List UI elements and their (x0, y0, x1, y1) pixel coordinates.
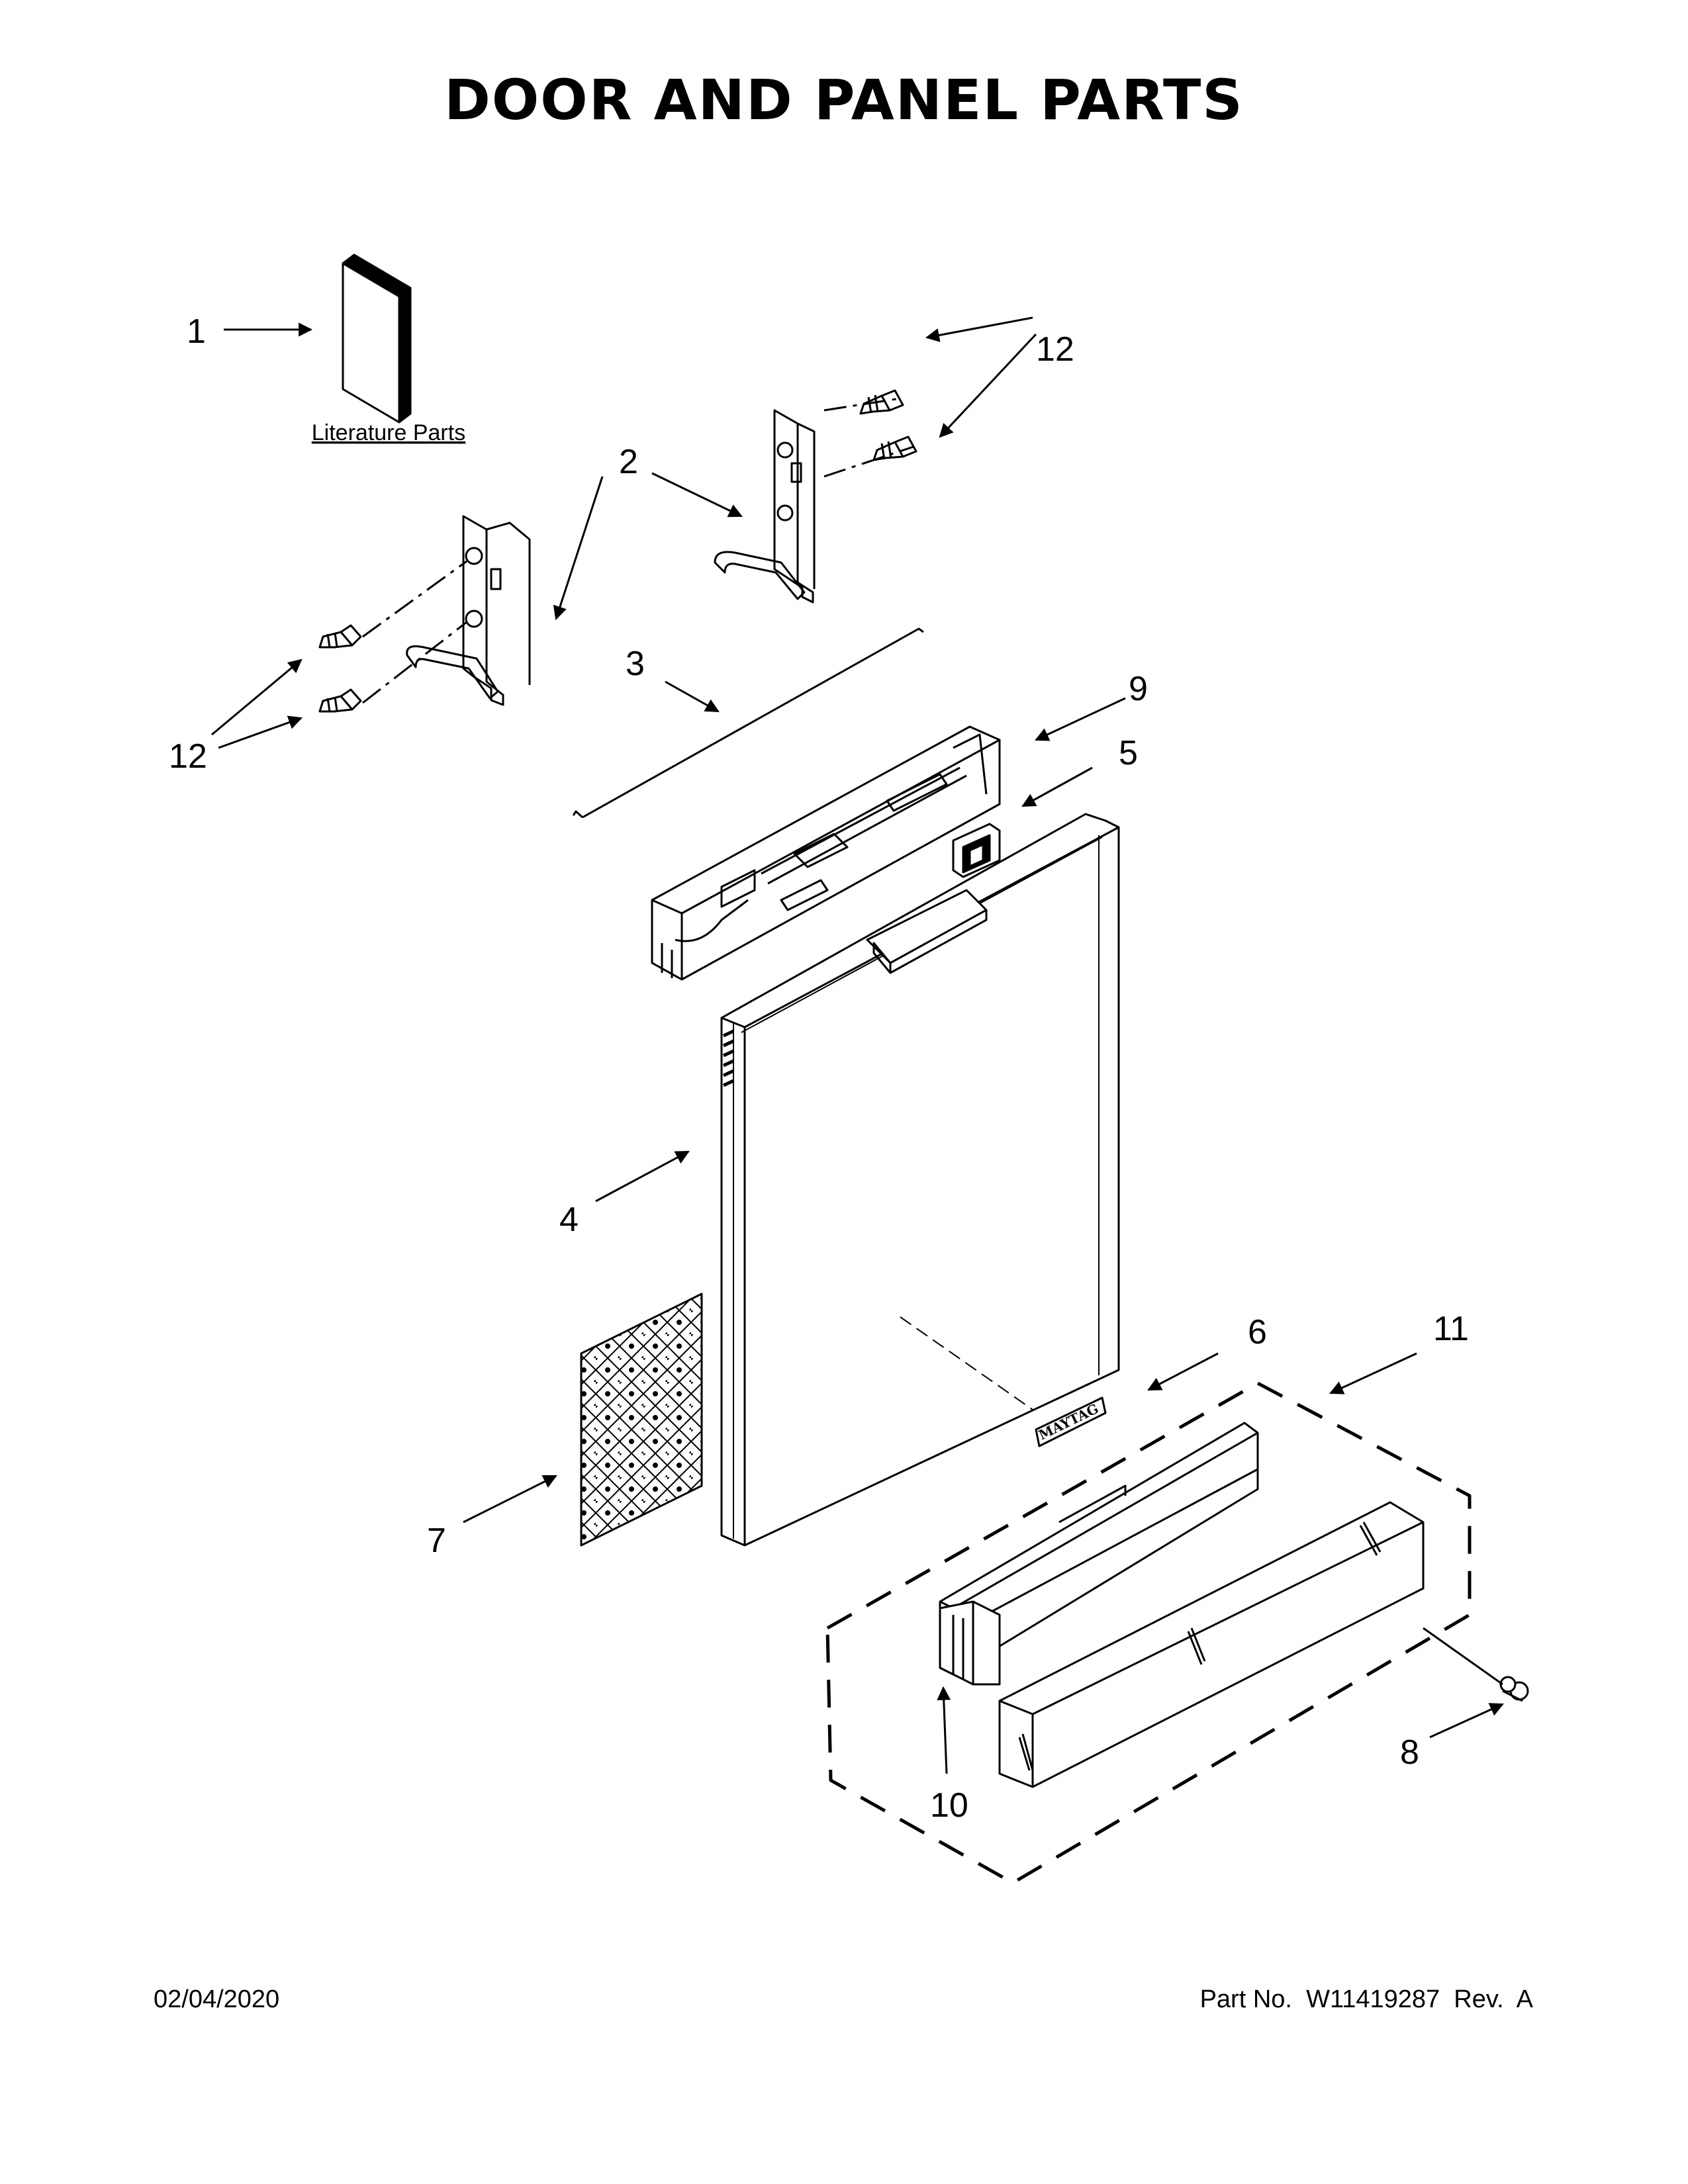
callout-3: 3 (626, 645, 645, 683)
callout-9: 9 (1129, 670, 1148, 708)
page-title: DOOR AND PANEL PARTS (444, 68, 1244, 132)
callout-6: 6 (1248, 1313, 1267, 1351)
callout-5: 5 (1119, 734, 1138, 772)
callout-2: 2 (619, 443, 638, 481)
brand-logo-text: MAYTAG (1036, 1400, 1101, 1443)
callout-4: 4 (559, 1201, 579, 1239)
clip-part-8 (1499, 1676, 1529, 1702)
door-rod-part-3 (572, 627, 924, 819)
literature-booklet-part-1 (342, 253, 412, 424)
callout-8: 8 (1400, 1733, 1419, 1772)
door-hinge-bracket-left-part-2 (406, 515, 531, 706)
callout-12-upper: 12 (1036, 330, 1074, 369)
screw-part-12-upper-a (859, 389, 904, 415)
literature-parts-label: Literature Parts (312, 420, 465, 445)
toe-panel-assembly-outline-part-11 (825, 1381, 1472, 1885)
callout-10: 10 (930, 1786, 968, 1825)
access-panel-part-10 (939, 1600, 1001, 1686)
screw-part-12-lower-b (318, 688, 362, 713)
door-switch-part-5 (952, 823, 1001, 878)
console-housing-part-9 (651, 725, 1001, 981)
callout-12-lower: 12 (169, 737, 207, 776)
footer-part-number: Part No. W11419287 Rev. A (1199, 1985, 1533, 2013)
clip-alignment-line (1423, 1627, 1503, 1686)
alignment-lines (362, 397, 914, 704)
toe-panel-part-11 (998, 1501, 1425, 1788)
door-panel-part-4 (720, 813, 1120, 1547)
maytag-logo-badge (1035, 1396, 1107, 1447)
door-hinge-bracket-right-part-2 (714, 409, 816, 604)
callout-7: 7 (427, 1522, 446, 1560)
callout-11: 11 (1433, 1310, 1469, 1348)
screw-part-12-lower-a (318, 624, 362, 649)
footer-date: 02/04/2020 (154, 1985, 280, 2013)
callout-1: 1 (187, 312, 206, 351)
callout-leaders (211, 316, 1504, 1774)
mesh-insulation-panel-part-7 (580, 1293, 703, 1547)
